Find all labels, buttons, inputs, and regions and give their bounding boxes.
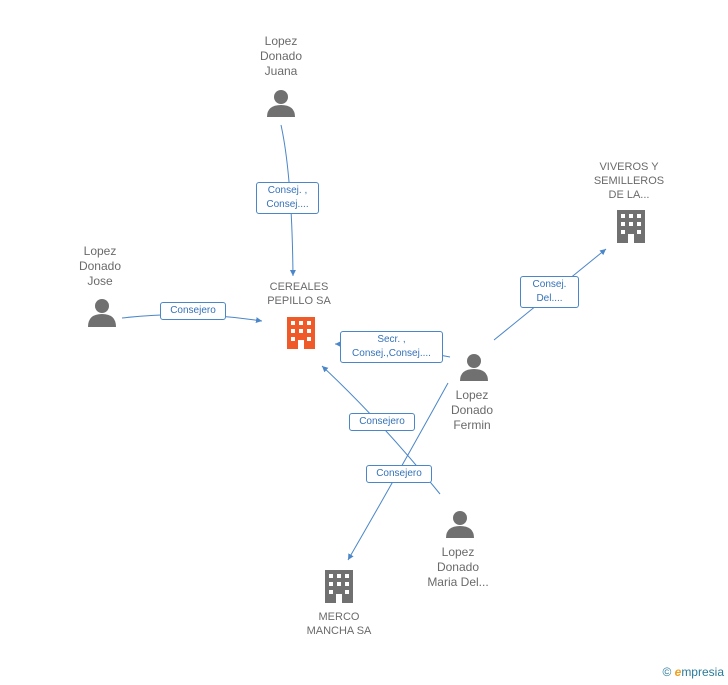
edge-label-jose-cereales[interactable]: Consejero — [160, 302, 226, 320]
node-label-merco[interactable]: MERCO MANCHA SA — [306, 611, 372, 637]
person-icon-fermin[interactable] — [460, 354, 488, 381]
copyright-symbol: © — [662, 665, 672, 679]
node-label-jose[interactable]: Lopez Donado Jose — [78, 244, 122, 288]
person-icon-juana[interactable] — [267, 90, 295, 117]
node-label-juana[interactable]: Lopez Donado Juana — [259, 34, 303, 78]
person-icon-jose[interactable] — [88, 299, 116, 327]
edge-label-maria-cereales[interactable]: Consejero — [349, 413, 415, 431]
node-label-cereales[interactable]: CEREALES PEPILLO SA — [267, 281, 331, 307]
edge-label-fermin-viveros[interactable]: Consej. Del.... — [520, 276, 579, 308]
brand-name: mpresia — [681, 665, 724, 679]
brand-logo: © empresia — [662, 665, 724, 679]
node-label-fermin[interactable]: Lopez Donado Fermin — [450, 388, 494, 432]
edge-label-fermin-cereales[interactable]: Secr. , Consej.,Consej.... — [340, 331, 443, 363]
building-icon-merco[interactable] — [325, 570, 353, 603]
person-icon-maria[interactable] — [446, 511, 474, 538]
edge-label-fermin-merco[interactable]: Consejero — [366, 465, 432, 483]
building-icon-viveros[interactable] — [617, 210, 645, 243]
node-label-maria[interactable]: Lopez Donado Maria Del... — [427, 545, 489, 589]
building-icon-cereales[interactable] — [287, 317, 315, 349]
node-label-viveros[interactable]: VIVEROS Y SEMILLEROS DE LA... — [593, 161, 665, 201]
edge-label-juana-cereales[interactable]: Consej. , Consej.... — [256, 182, 319, 214]
brand-initial: e — [674, 665, 682, 679]
